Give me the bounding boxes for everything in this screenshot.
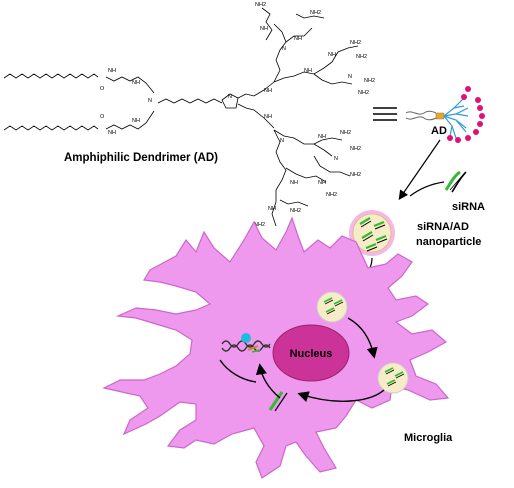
svg-text:NH2: NH2 (356, 54, 367, 60)
ad-schematic-icon (405, 86, 485, 143)
svg-text:NH: NH (328, 52, 336, 58)
svg-text:N: N (148, 98, 152, 104)
svg-text:NH: NH (268, 206, 276, 212)
nucleus (272, 324, 350, 382)
alkyl-chain-top (3, 73, 99, 79)
svg-text:NH2: NH2 (350, 146, 361, 152)
svg-text:N: N (228, 94, 232, 100)
svg-text:NH2: NH2 (310, 10, 321, 16)
svg-text:NH: NH (132, 118, 140, 124)
svg-text:NH: NH (260, 26, 268, 32)
svg-text:NH2: NH2 (350, 40, 361, 46)
intracellular-nanoparticle-1 (316, 291, 348, 323)
alkyl-chain-bottom (3, 125, 99, 131)
svg-text:NH: NH (108, 68, 116, 74)
chem-labels: NH2 NH2 NH NH N NH NH2 NH2 NH N NH2 NH2 … (100, 2, 375, 228)
microglia-label: Microglia (404, 432, 453, 444)
svg-text:NH: NH (264, 88, 272, 94)
svg-text:NH: NH (108, 130, 116, 136)
svg-text:NH2: NH2 (290, 208, 301, 214)
svg-text:NH: NH (294, 36, 302, 42)
svg-text:NH: NH (318, 180, 326, 186)
intracellular-arrows (219, 317, 385, 402)
released-sirna-icon (268, 391, 288, 412)
svg-text:N: N (280, 138, 284, 144)
svg-text:NH: NH (318, 134, 326, 140)
arrow-sirna-merge (409, 181, 445, 197)
sirna-label: siRNA (452, 201, 485, 213)
svg-text:N: N (282, 46, 286, 52)
dendrimer-name-label: Amphiphilic Dendrimer (AD) (64, 152, 218, 164)
dendrimer-structure (3, 7, 359, 227)
svg-text:NH: NH (264, 114, 272, 120)
intracellular-nanoparticle-2 (377, 362, 409, 394)
svg-text:NH2: NH2 (254, 222, 265, 228)
svg-text:NH: NH (132, 80, 140, 86)
svg-text:NH: NH (290, 180, 298, 186)
svg-text:N: N (348, 74, 352, 80)
ad-label: AD (431, 125, 447, 137)
nanoparticle-label-line2: nanoparticle (416, 236, 481, 248)
equivalence-sign (373, 107, 397, 121)
svg-text:NH2: NH2 (350, 172, 361, 178)
svg-text:NH2: NH2 (364, 78, 375, 84)
svg-text:NH2: NH2 (255, 2, 266, 8)
svg-text:NH: NH (304, 68, 312, 74)
svg-text:N: N (334, 156, 338, 162)
nucleus-label: Nucleus (290, 348, 333, 360)
sirna-icon (444, 170, 467, 193)
mrna-risc-icon (221, 333, 271, 353)
triazole-ring (221, 93, 239, 109)
svg-text:NH2: NH2 (340, 130, 351, 136)
svg-text:NH2: NH2 (326, 192, 337, 198)
svg-text:O: O (100, 114, 105, 120)
nanoparticle-icon (349, 210, 395, 256)
svg-text:NH2: NH2 (358, 90, 369, 96)
svg-text:O: O (100, 86, 105, 92)
arrow-ad-to-nanoparticle (398, 139, 441, 200)
nanoparticle-label-line1: siRNA/AD (417, 221, 469, 233)
